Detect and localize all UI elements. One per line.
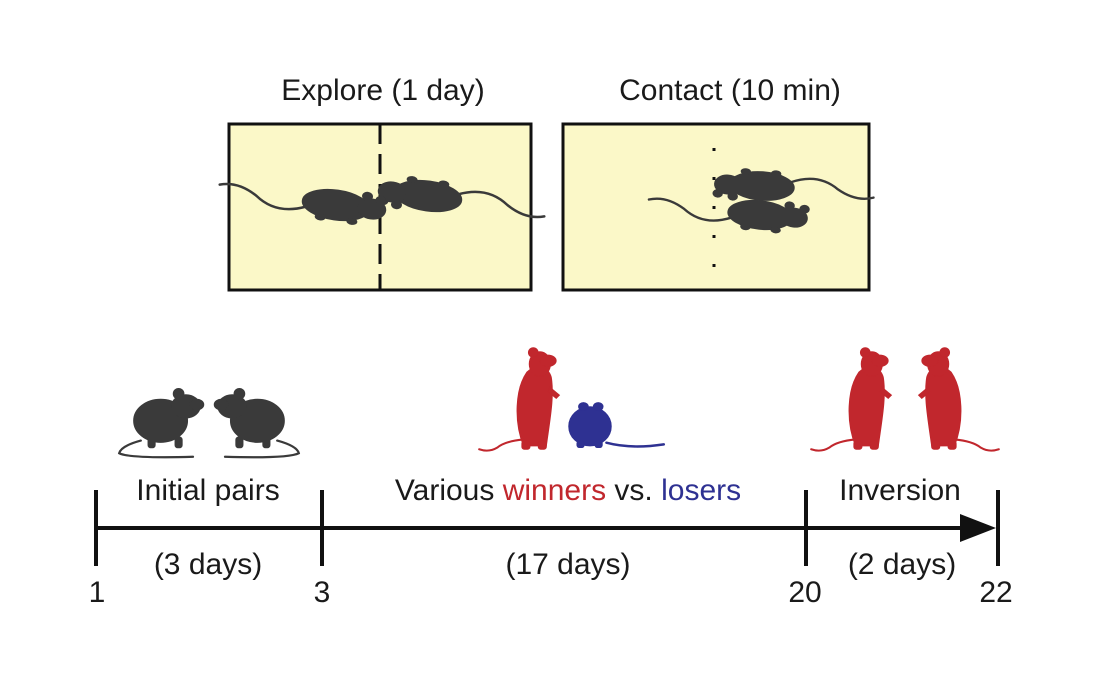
tick-label-22: 22 xyxy=(979,576,1012,609)
label-losers: losers xyxy=(661,474,741,507)
phase-inversion-label: Inversion xyxy=(839,474,961,507)
tick-label-20: 20 xyxy=(788,576,821,609)
mouse-pair-icon xyxy=(118,387,300,459)
phase-winners-losers-label: Various winners vs. losers xyxy=(395,474,741,507)
duration-various: (17 days) xyxy=(505,548,630,581)
tick-label-1: 1 xyxy=(89,576,106,609)
arena-contact-label: Contact (10 min) xyxy=(619,74,841,107)
label-various: Various xyxy=(395,474,503,507)
timeline-arrowhead xyxy=(960,514,996,542)
duration-initial: (3 days) xyxy=(154,548,262,581)
winner-mouse-icon xyxy=(478,346,561,452)
winner-loser-mice-icon xyxy=(478,346,666,452)
label-vs: vs. xyxy=(606,474,661,507)
duration-inversion: (2 days) xyxy=(848,548,956,581)
arena-contact: Contact (10 min) xyxy=(561,74,877,292)
arena-contact-box xyxy=(561,122,871,292)
loser-mouse-icon xyxy=(567,401,666,449)
label-winners: winners xyxy=(502,474,606,507)
arena-explore-label: Explore (1 day) xyxy=(281,74,484,107)
timeline-axis xyxy=(94,490,1000,566)
standing-mice-pair-icon xyxy=(810,346,1000,452)
tick-label-3: 3 xyxy=(314,576,331,609)
phase-initial-pairs-label: Initial pairs xyxy=(136,474,279,507)
arena-explore: Explore (1 day) xyxy=(215,74,549,292)
